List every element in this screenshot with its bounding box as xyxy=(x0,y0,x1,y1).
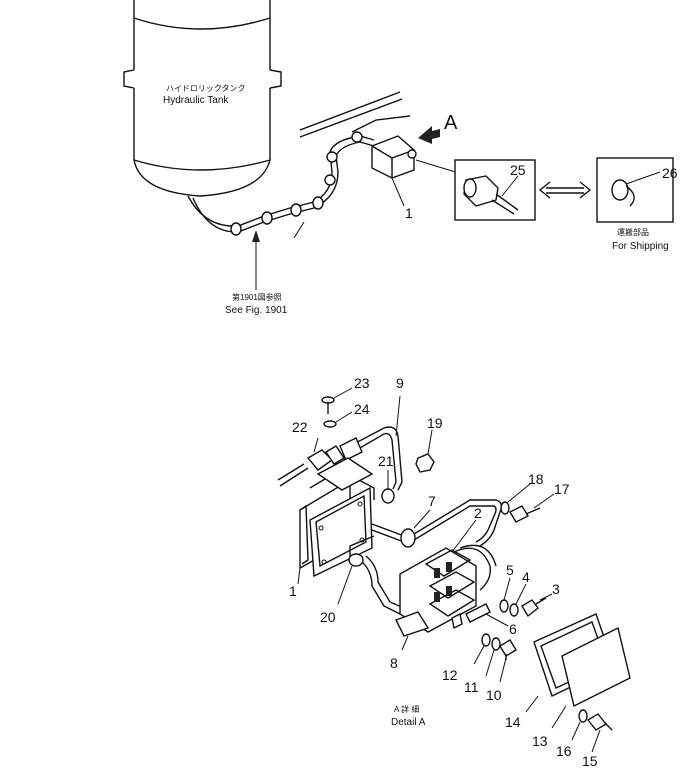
callout-5: 5 xyxy=(506,562,514,578)
fitting-plate xyxy=(316,457,374,491)
callout-1-bottom: 1 xyxy=(289,583,297,599)
callout-16: 16 xyxy=(556,743,572,759)
callout-8: 8 xyxy=(390,655,398,671)
see-figure-label-jp: 第1901図参照 xyxy=(232,292,282,302)
washer-12: 12 xyxy=(442,633,491,683)
washer-18: 18 xyxy=(500,471,544,515)
callout-2: 2 xyxy=(474,505,482,521)
bolt-10: 10 xyxy=(486,639,517,703)
detail-label-jp: A 詳 細 xyxy=(394,704,419,714)
connector-block-top: 1 xyxy=(371,135,417,221)
callout-11: 11 xyxy=(464,679,479,695)
bolt-15: 15 xyxy=(582,713,613,769)
washer-16: 16 xyxy=(556,709,588,759)
cover-13: 13 xyxy=(532,626,631,749)
valve-block-2: 2 xyxy=(399,505,497,633)
callout-13: 13 xyxy=(532,733,548,749)
callout-12: 12 xyxy=(442,667,458,683)
washer-4: 4 xyxy=(509,569,530,617)
see-figure-pointer: 第1901図参照 See Fig. 1901 xyxy=(225,230,288,316)
callout-26: 26 xyxy=(662,165,678,181)
callout-7: 7 xyxy=(428,493,436,509)
callout-19: 19 xyxy=(427,415,443,431)
tank-bracket xyxy=(299,91,411,138)
pipe-9: 9 xyxy=(339,375,404,491)
washer-5: 5 xyxy=(499,562,514,613)
tank-label-en: Hydraulic Tank xyxy=(163,95,229,106)
tank-label-jp: ハイドロリックタンク xyxy=(166,84,246,93)
callout-21: 21 xyxy=(378,453,394,469)
tag-8: 8 xyxy=(390,611,430,671)
callout-4: 4 xyxy=(522,569,530,585)
shipping-label-en: For Shipping xyxy=(612,241,669,252)
bolt-17: 17 xyxy=(509,481,570,523)
callout-25: 25 xyxy=(510,162,526,178)
view-a-arrow: A xyxy=(418,112,458,144)
callout-6: 6 xyxy=(509,621,517,637)
callout-23: 23 xyxy=(354,375,370,391)
view-a-label: A xyxy=(444,112,458,134)
see-figure-label-en: See Fig. 1901 xyxy=(225,305,288,316)
callout-3: 3 xyxy=(552,581,560,597)
callout-17: 17 xyxy=(554,481,570,497)
part-26-box: 26 運搬部品 For Shipping xyxy=(596,157,678,252)
callout-22: 22 xyxy=(292,419,308,435)
part-25-box: 25 xyxy=(454,159,536,221)
shipping-label-jp: 運搬部品 xyxy=(617,227,649,237)
mounting-plate: 1 xyxy=(289,478,373,599)
hydraulic-tank: ハイドロリックタンク Hydraulic Tank xyxy=(123,0,282,197)
bolt-3: 3 xyxy=(521,581,560,618)
callout-15: 15 xyxy=(582,753,598,769)
screw-23: 23 xyxy=(321,375,370,414)
washer-11: 11 xyxy=(464,637,501,695)
callout-20: 20 xyxy=(320,609,336,625)
bolt-6: 6 xyxy=(451,603,517,637)
callout-14: 14 xyxy=(505,714,521,730)
callout-18: 18 xyxy=(528,471,544,487)
interchange-arrow xyxy=(538,181,592,199)
nut-20: 20 xyxy=(320,553,364,625)
pipe-7: 7 xyxy=(371,493,503,548)
callout-1-top: 1 xyxy=(405,205,413,221)
drain-hose xyxy=(187,131,375,239)
detail-label-en: Detail A xyxy=(391,717,426,728)
callout-10: 10 xyxy=(486,687,502,703)
nut-19: 19 xyxy=(415,415,443,473)
callout-9: 9 xyxy=(396,375,404,391)
fitting-22: 22 xyxy=(277,419,345,487)
detail-a-caption: A 詳 細 Detail A xyxy=(391,704,426,728)
washer-24: 24 xyxy=(323,401,370,428)
callout-24: 24 xyxy=(354,401,370,417)
nut-21: 21 xyxy=(378,453,395,504)
